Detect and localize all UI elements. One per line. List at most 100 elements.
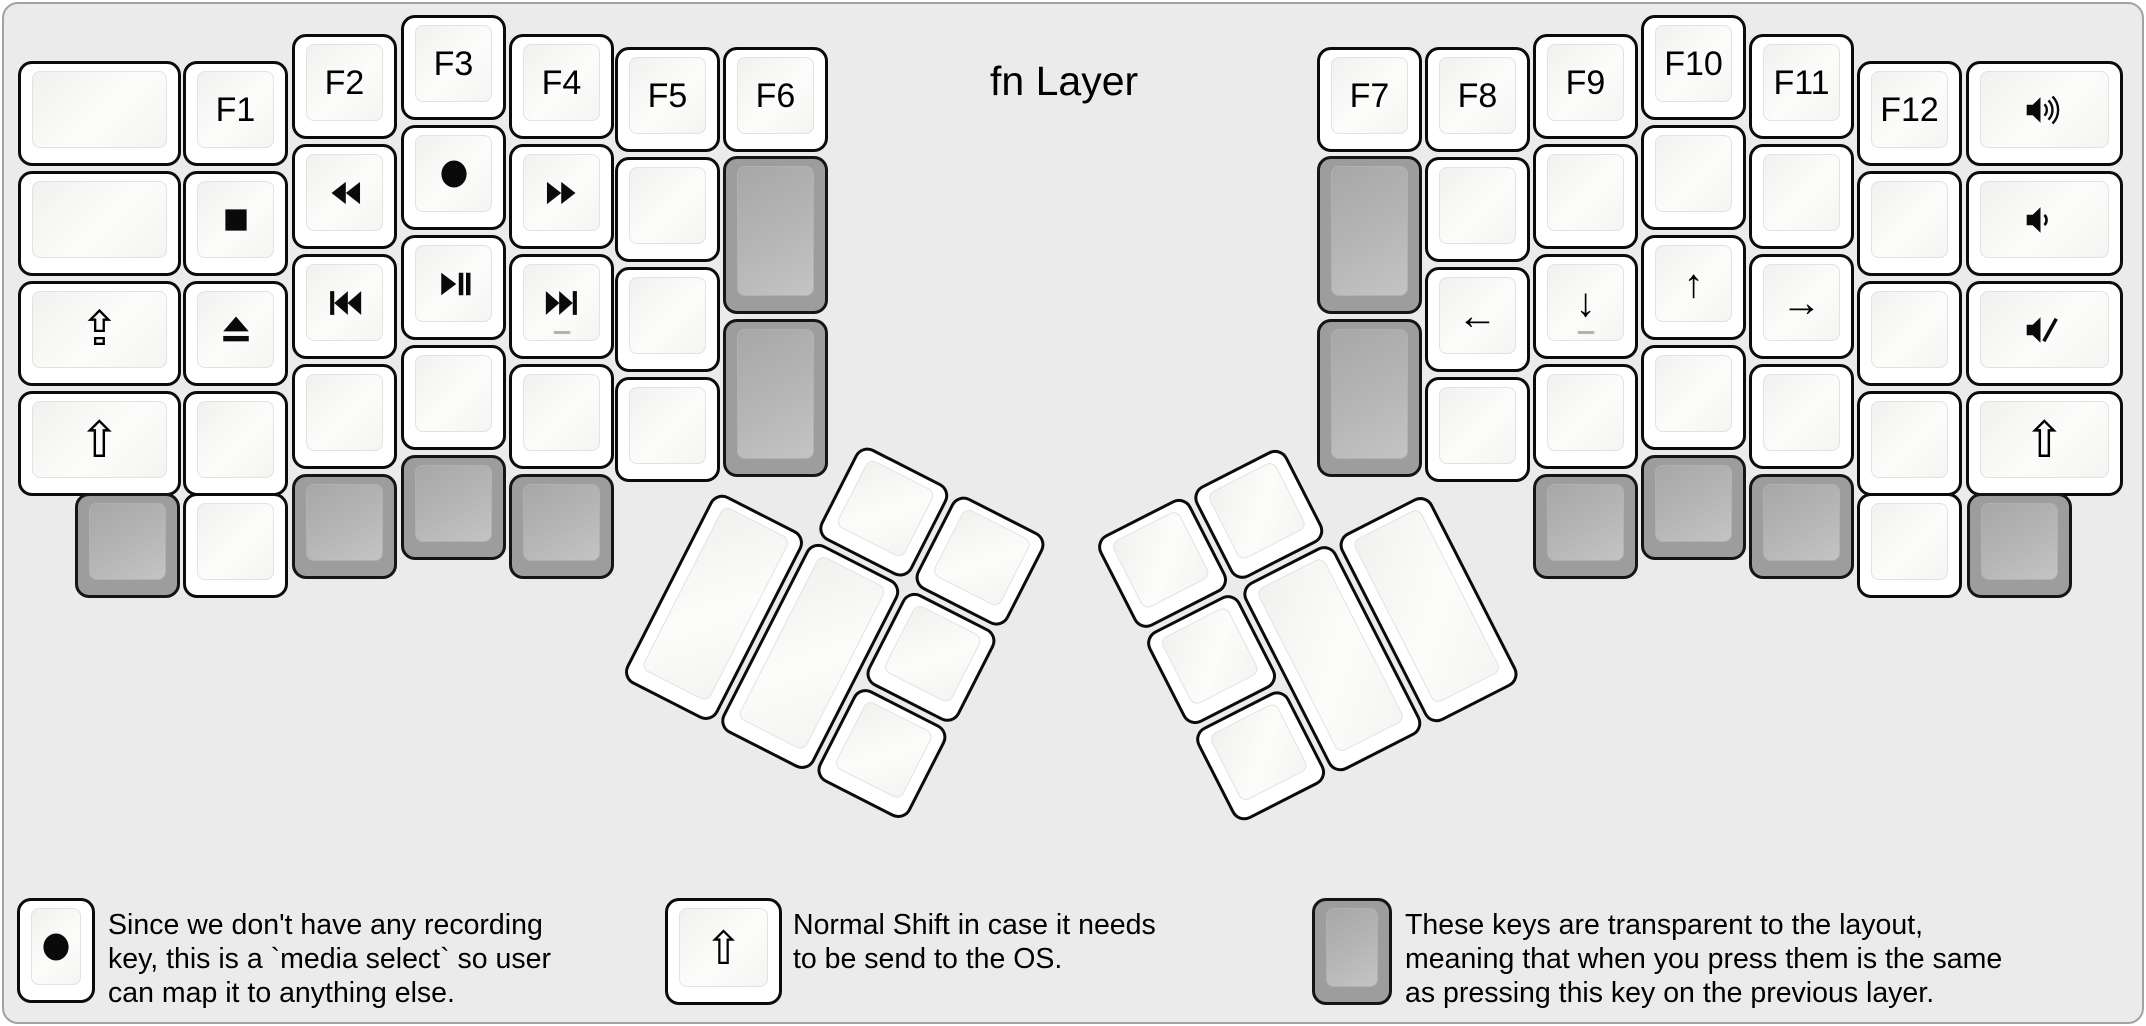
key-f5[interactable]: F5 [615, 47, 720, 152]
key-transparent-r10[interactable] [1641, 455, 1746, 560]
key-blank-r10-r1[interactable] [1641, 125, 1746, 230]
key-arrow-up[interactable]: ↑ [1641, 235, 1746, 340]
key-blank-r12-r4[interactable] [1857, 493, 1962, 598]
key-blank-l1-r4[interactable] [183, 493, 288, 598]
key-blank-r8-r3[interactable] [1425, 377, 1530, 482]
key-blank-l5-r2[interactable] [615, 267, 720, 372]
next-track-icon [545, 290, 577, 315]
key-blank-r12-r1[interactable] [1857, 171, 1962, 276]
keycap-surface [1980, 291, 2109, 368]
key-blank-r8-r1[interactable] [1425, 157, 1530, 262]
key-stop[interactable] [183, 171, 288, 276]
key-blank-l0-r1[interactable] [18, 171, 181, 276]
keycap-surface [415, 465, 492, 542]
key-shift-right[interactable]: ⇧ [1966, 391, 2123, 496]
key-fast-forward[interactable] [509, 144, 614, 249]
key-transparent-r7-b[interactable] [1317, 319, 1422, 477]
key-arrow-left[interactable]: ← [1425, 267, 1530, 372]
key-blank-l3-r3[interactable] [401, 345, 506, 450]
keycap-surface: F5 [629, 57, 706, 134]
key-transparent-l3[interactable] [401, 455, 506, 560]
keycap-surface: F1 [197, 71, 274, 148]
key-transparent-r9[interactable] [1533, 474, 1638, 579]
key-f2[interactable]: F2 [292, 34, 397, 139]
keycap-surface [1655, 135, 1732, 212]
key-blank-r12-r3[interactable] [1857, 391, 1962, 496]
keycap-surface: F3 [415, 25, 492, 102]
keycap-surface [306, 154, 383, 231]
key-legend-shift-key[interactable]: ⇧ [665, 898, 782, 1005]
keycap-surface: F4 [523, 44, 600, 121]
key-f4[interactable]: F4 [509, 34, 614, 139]
key-label: F3 [433, 44, 474, 83]
key-rewind[interactable] [292, 144, 397, 249]
prev-track-icon [329, 290, 361, 315]
key-blank-l2-r3[interactable] [292, 364, 397, 469]
key-label: F11 [1773, 63, 1830, 102]
key-transparent-l6-a[interactable] [723, 156, 828, 314]
key-f10[interactable]: F10 [1641, 15, 1746, 120]
keycap-surface [1331, 329, 1408, 459]
key-blank-l1-r3[interactable] [183, 391, 288, 496]
key-transparent-bottom-right[interactable] [1967, 493, 2072, 598]
key-label: F7 [1349, 76, 1390, 115]
keycap-surface [1439, 167, 1516, 244]
key-eject[interactable] [183, 281, 288, 386]
key-blank-r11-r3[interactable] [1749, 364, 1854, 469]
legend-text-transparent: These keys are transparent to the layout… [1405, 908, 2002, 1010]
key-record[interactable] [401, 125, 506, 230]
key-arrow-right[interactable]: → [1749, 254, 1854, 359]
keycap-surface [1655, 355, 1732, 432]
key-blank-l0-r0[interactable] [18, 61, 181, 166]
fast-forward-icon [546, 181, 575, 204]
legend-line: to be send to the OS. [793, 943, 1063, 975]
key-f6[interactable]: F6 [723, 47, 828, 152]
key-blank-r10-r3[interactable] [1641, 345, 1746, 450]
keycap-surface [1980, 181, 2109, 258]
keycap-surface [1159, 605, 1261, 707]
key-next-track[interactable] [509, 254, 614, 359]
keycap-surface [629, 387, 706, 464]
key-caps-lock[interactable]: ⇪ [18, 281, 181, 386]
keycap-surface [1547, 374, 1624, 451]
key-volume-down[interactable] [1966, 171, 2123, 276]
key-transparent-l4[interactable] [509, 474, 614, 579]
key-label: F8 [1457, 76, 1498, 115]
key-f9[interactable]: F9 [1533, 34, 1638, 139]
keycap-surface [1110, 509, 1212, 611]
key-legend-record-key[interactable] [17, 898, 95, 1003]
keycap-surface [306, 374, 383, 451]
key-shift-left[interactable]: ⇧ [18, 391, 181, 496]
key-blank-r11-r1[interactable] [1749, 144, 1854, 249]
key-legend-transparent-key[interactable] [1312, 898, 1392, 1005]
key-f7[interactable]: F7 [1317, 47, 1422, 152]
key-blank-l5-r1[interactable] [615, 157, 720, 262]
key-blank-l4-r3[interactable] [509, 364, 614, 469]
key-volume-up[interactable] [1966, 61, 2123, 166]
key-transparent-l6-b[interactable] [723, 319, 828, 477]
key-f8[interactable]: F8 [1425, 47, 1530, 152]
key-transparent-l2[interactable] [292, 474, 397, 579]
keycap-surface [1763, 374, 1840, 451]
key-f3[interactable]: F3 [401, 15, 506, 120]
key-arrow-down[interactable]: ↓ [1533, 254, 1638, 359]
key-transparent-bottom-left[interactable] [75, 493, 180, 598]
key-play-pause[interactable] [401, 235, 506, 340]
key-f12[interactable]: F12 [1857, 61, 1962, 166]
key-transparent-r11[interactable] [1749, 474, 1854, 579]
key-mute[interactable] [1966, 281, 2123, 386]
keycap-surface [1547, 154, 1624, 231]
key-transparent-r7-a[interactable] [1317, 156, 1422, 314]
keycap-surface: F12 [1871, 71, 1948, 148]
keycap-surface [32, 181, 167, 258]
key-blank-l5-r3[interactable] [615, 377, 720, 482]
key-blank-r9-r1[interactable] [1533, 144, 1638, 249]
keycap-surface [523, 374, 600, 451]
keycap-surface [1871, 181, 1948, 258]
key-f11[interactable]: F11 [1749, 34, 1854, 139]
key-blank-r12-r2[interactable] [1857, 281, 1962, 386]
key-prev-track[interactable] [292, 254, 397, 359]
key-blank-r9-r3[interactable] [1533, 364, 1638, 469]
key-f1[interactable]: F1 [183, 61, 288, 166]
